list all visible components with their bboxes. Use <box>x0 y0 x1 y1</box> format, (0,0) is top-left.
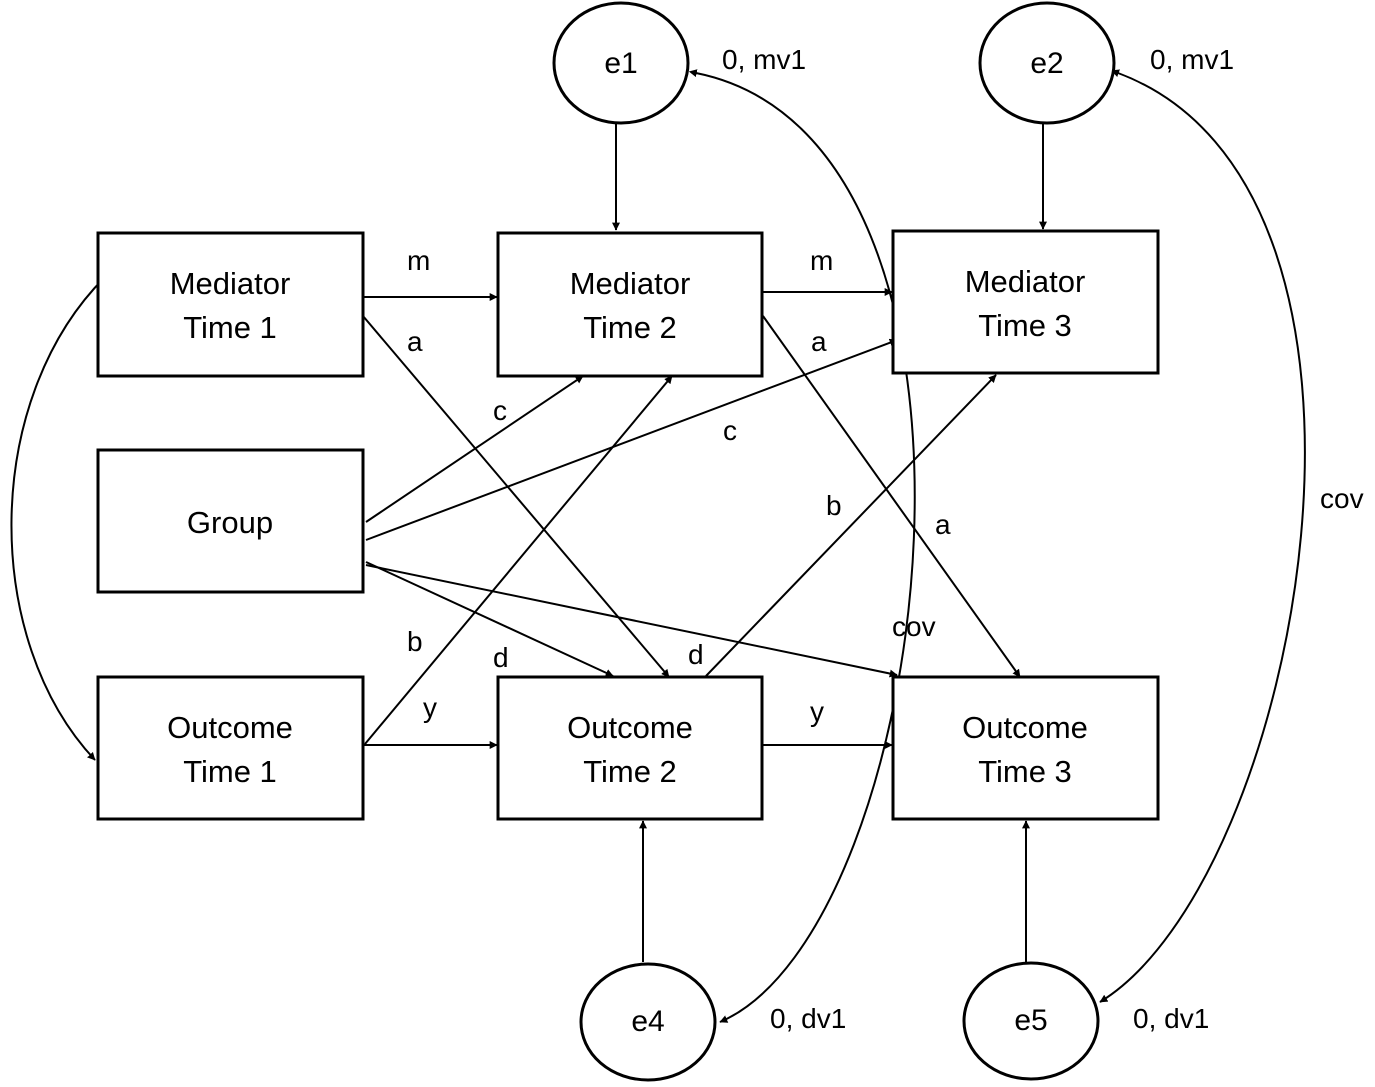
error-e1: e1 <box>552 1 690 125</box>
node-outcome-t2: Outcome Time 2 <box>496 675 764 821</box>
node-outcome-t3: Outcome Time 3 <box>891 675 1160 821</box>
node-mediator-t3-line2: Time 3 <box>978 308 1072 343</box>
edge-a-t2-t3 <box>762 315 1021 678</box>
error-e5-param: 0, dv1 <box>1133 1003 1209 1034</box>
node-mediator-t3-line1: Mediator <box>965 264 1086 299</box>
error-e2: e2 <box>978 1 1116 125</box>
error-e1-label: e1 <box>604 47 637 80</box>
edge-d-group-outcome-t2 <box>365 561 614 677</box>
edge-c-group-mediator-t3 <box>365 338 898 541</box>
node-outcome-t1-line2: Time 1 <box>183 754 277 789</box>
label-a-t2-t3: a <box>811 326 827 357</box>
path-labels: m m a a c c b a cov cov b d d y y <box>407 245 1364 727</box>
error-e4: e4 <box>579 962 717 1082</box>
label-m-t1-t2: m <box>407 245 430 276</box>
edge-d-group-outcome-t3 <box>365 564 898 678</box>
error-e1-param: 0, mv1 <box>722 44 806 75</box>
node-mediator-t1-line2: Time 1 <box>183 310 277 345</box>
label-m-t2-t3: m <box>810 245 833 276</box>
node-mediator-t2-line2: Time 2 <box>583 310 677 345</box>
label-d-outcome-t2: d <box>493 642 509 673</box>
label-d-outcome-t3: d <box>688 639 704 670</box>
edge-b-t1-t2 <box>364 375 673 745</box>
node-outcome-t3-line2: Time 3 <box>978 754 1072 789</box>
label-cov-e1-e4: cov <box>892 611 936 642</box>
node-group-label: Group <box>187 505 273 540</box>
edge-c-group-mediator-t2 <box>365 375 584 523</box>
label-c-mediator-t3: c <box>723 415 737 446</box>
edge-cov-e2-e5 <box>1099 69 1306 1003</box>
error-e5-label: e5 <box>1014 1004 1047 1037</box>
error-e5: e5 <box>962 961 1100 1081</box>
node-mediator-t2-line1: Mediator <box>570 266 691 301</box>
node-outcome-t1-line1: Outcome <box>167 710 293 745</box>
error-e2-param: 0, mv1 <box>1150 44 1234 75</box>
node-outcome-t2-line1: Outcome <box>567 710 693 745</box>
node-mediator-t2: Mediator Time 2 <box>496 231 764 378</box>
node-outcome-t1: Outcome Time 1 <box>96 675 365 821</box>
edge-cov-e1-e4 <box>688 69 916 1023</box>
label-b-t2-t3: b <box>826 490 842 521</box>
label-y-t1-t2: y <box>423 692 437 723</box>
edges <box>10 69 1306 1023</box>
error-e2-label: e2 <box>1030 47 1063 80</box>
label-b-t1-t2: b <box>407 626 423 657</box>
edge-b-t2-t3 <box>705 374 997 677</box>
node-outcome-t2-line2: Time 2 <box>583 754 677 789</box>
edge-cov-mediator-outcome-t1 <box>10 271 111 761</box>
label-a-t1-t2: a <box>407 326 423 357</box>
node-group: Group <box>96 448 365 594</box>
node-mediator-t3: Mediator Time 3 <box>891 229 1160 375</box>
node-mediator-t1-line1: Mediator <box>170 266 291 301</box>
label-a-mid: a <box>935 509 951 540</box>
node-mediator-t1: Mediator Time 1 <box>96 231 365 378</box>
label-y-t2-t3: y <box>810 696 824 727</box>
error-e4-param: 0, dv1 <box>770 1003 846 1034</box>
node-outcome-t3-line1: Outcome <box>962 710 1088 745</box>
label-cov-e2-e5: cov <box>1320 483 1364 514</box>
label-c-mediator-t2: c <box>493 395 507 426</box>
error-e4-label: e4 <box>631 1005 664 1038</box>
